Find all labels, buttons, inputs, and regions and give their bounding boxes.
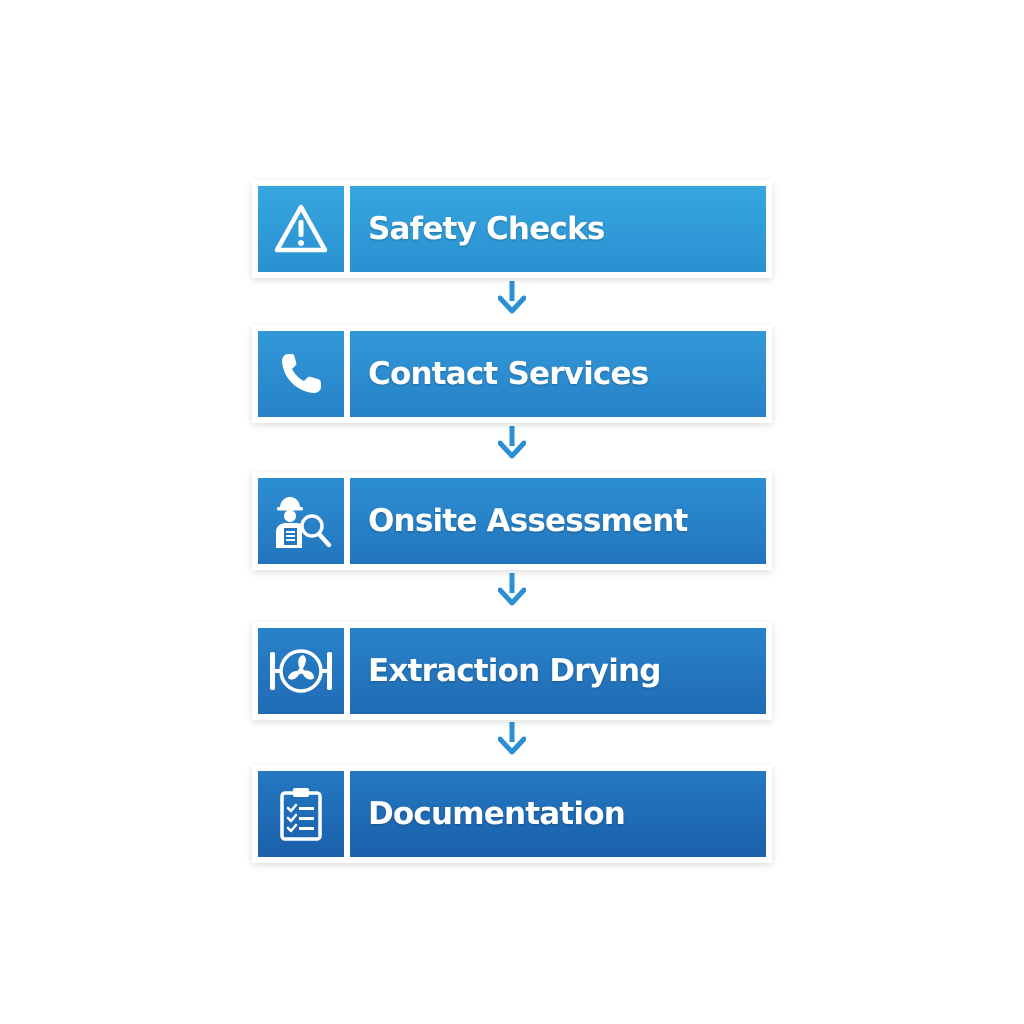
step-icon-box bbox=[258, 628, 344, 714]
step-label: Onsite Assessment bbox=[350, 478, 766, 564]
inspector-magnifier-icon bbox=[276, 497, 332, 548]
arrow-down-icon bbox=[498, 281, 526, 314]
arrow-down-icon bbox=[498, 722, 526, 755]
step-label: Extraction Drying bbox=[350, 628, 766, 714]
step-icon-box bbox=[258, 478, 344, 564]
step-icon-box bbox=[258, 331, 344, 417]
step-extraction-drying: Extraction Drying bbox=[252, 622, 772, 720]
step-safety-checks: Safety Checks bbox=[252, 180, 772, 278]
warning-triangle-icon bbox=[274, 204, 328, 253]
step-onsite-assessment: Onsite Assessment bbox=[252, 472, 772, 570]
step-label: Documentation bbox=[350, 771, 766, 857]
clipboard-checklist-icon bbox=[280, 788, 322, 841]
step-documentation: Documentation bbox=[252, 765, 772, 863]
phone-icon bbox=[282, 354, 321, 393]
step-contact-services: Contact Services bbox=[252, 325, 772, 423]
arrow-down-icon bbox=[498, 573, 526, 606]
step-label: Contact Services bbox=[350, 331, 766, 417]
step-icon-box bbox=[258, 771, 344, 857]
step-icon-box bbox=[258, 186, 344, 272]
fan-icon bbox=[270, 649, 332, 693]
step-label: Safety Checks bbox=[350, 186, 766, 272]
arrow-down-icon bbox=[498, 426, 526, 459]
